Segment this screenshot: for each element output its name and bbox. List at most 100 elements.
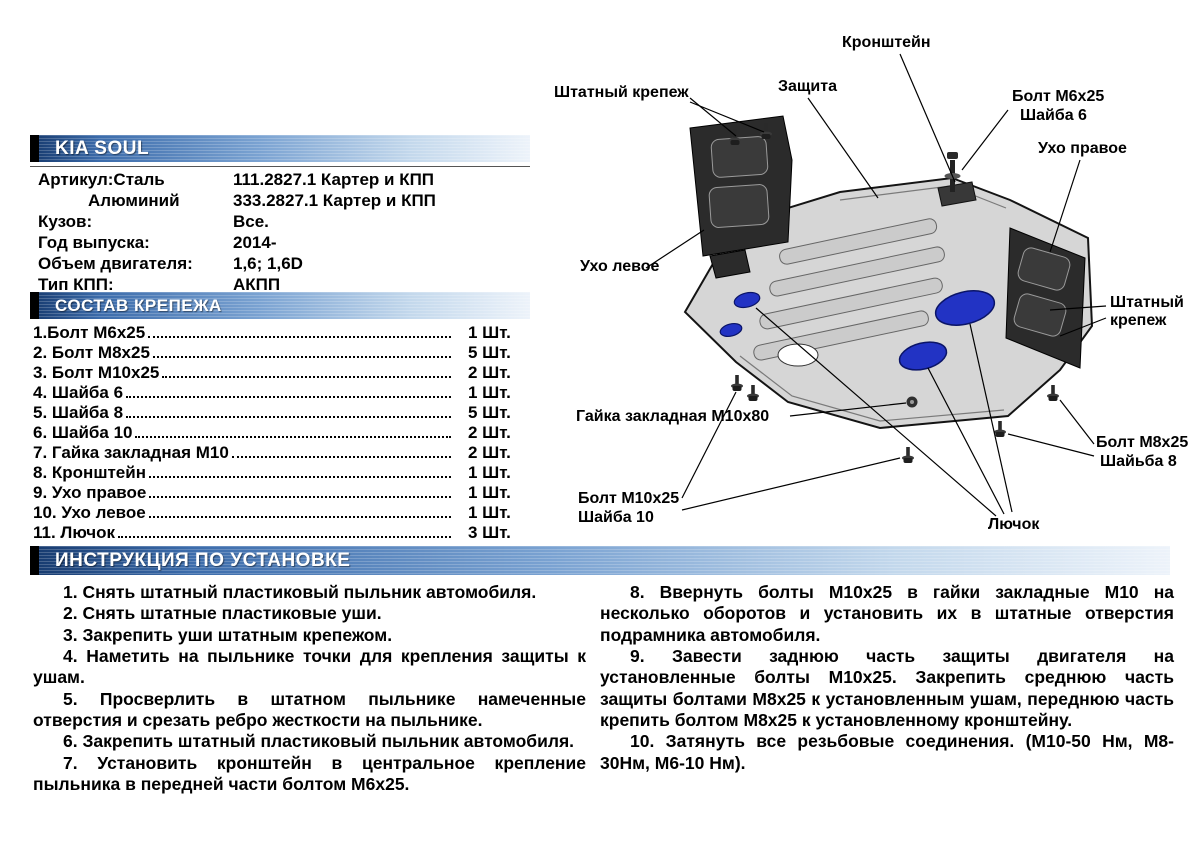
instructions-header-bar: ИНСТРУКЦИЯ ПО УСТАНОВКЕ bbox=[30, 546, 1170, 575]
label-bracket: Кронштейн bbox=[842, 34, 931, 51]
spec-label: Кузов: bbox=[38, 211, 93, 231]
spec-row: Год выпуска: 2014- bbox=[30, 232, 530, 253]
part-name: 9. Ухо правое bbox=[33, 483, 147, 502]
spec-value: 2014- bbox=[233, 232, 277, 252]
part-qty: 1 Шт. bbox=[468, 463, 511, 482]
spec-label: Тип КПП: bbox=[38, 274, 114, 294]
part-name: 6. Шайба 10 bbox=[33, 423, 133, 442]
spec-value: 333.2827.1 Картер и КПП bbox=[233, 190, 436, 210]
hardware-row: 1.Болт М6х25 1 Шт. bbox=[30, 322, 530, 342]
dot-leader bbox=[148, 336, 451, 338]
part-qty: 3 Шт. bbox=[468, 523, 511, 542]
dot-leader bbox=[162, 376, 451, 378]
instruction-step: 3. Закрепить уши штатным крепежом. bbox=[63, 624, 393, 645]
part-name: 1.Болт М6х25 bbox=[33, 323, 146, 342]
label-factory-mount-left: Штатный крепеж bbox=[554, 84, 689, 101]
plate-opening bbox=[777, 343, 819, 367]
hatch-covers bbox=[719, 290, 996, 371]
ear-right-shape bbox=[1005, 227, 1086, 369]
dot-leader bbox=[152, 356, 451, 358]
label-bolt-m8: Болт М8х25 bbox=[1096, 434, 1189, 451]
part-qty: 5 Шт. bbox=[468, 403, 511, 422]
spec-value: Все. bbox=[233, 211, 269, 231]
hardware-row: 3. Болт М10х25 2 Шт. bbox=[30, 362, 530, 382]
dot-leader bbox=[135, 436, 451, 438]
part-name: 11. Лючок bbox=[33, 523, 115, 542]
label-ear-right: Ухо правое bbox=[1038, 140, 1127, 157]
hardware-row: 8. Кронштейн 1 Шт. bbox=[30, 462, 530, 482]
spec-row: Кузов: Все. bbox=[30, 211, 530, 232]
instructions-right-column: 8. Ввернуть болты М10х25 в гайки закладн… bbox=[600, 582, 1174, 774]
part-qty: 1 Шт. bbox=[468, 383, 511, 402]
hardware-list: 1.Болт М6х25 1 Шт. 2. Болт М8х25 5 Шт. 3… bbox=[30, 322, 530, 542]
part-qty: 1 Шт. bbox=[468, 323, 511, 342]
spec-label: Алюминий bbox=[88, 190, 180, 210]
part-name: 7. Гайка закладная М10 bbox=[33, 443, 229, 462]
spec-row: Тип КПП: АКПП bbox=[30, 274, 530, 295]
dot-leader bbox=[148, 476, 451, 478]
instruction-step: 1. Снять штатный пластиковый пыльник авт… bbox=[63, 582, 537, 602]
label-bolt-m6: Болт М6х25 bbox=[1012, 88, 1105, 105]
spec-row: Алюминий 333.2827.1 Картер и КПП bbox=[30, 190, 530, 211]
assembly-diagram-drawing bbox=[645, 53, 1107, 517]
hardware-row: 4. Шайба 6 1 Шт. bbox=[30, 382, 530, 402]
label-rivet-nut: Гайка закладная М10х80 bbox=[576, 408, 770, 425]
hardware-row: 10. Ухо левое 1 Шт. bbox=[30, 502, 530, 522]
spec-table: Артикул:Сталь 111.2827.1 Картер и КПП Ал… bbox=[30, 166, 530, 295]
spec-row: Артикул:Сталь 111.2827.1 Картер и КПП bbox=[30, 169, 530, 190]
instruction-step: 7. Установить кронштейн в центральное кр… bbox=[33, 752, 586, 795]
instruction-step: 9. Завести заднюю часть защиты двигателя… bbox=[600, 646, 1174, 731]
part-qty: 1 Шт. bbox=[468, 483, 511, 502]
part-qty: 2 Шт. bbox=[468, 423, 511, 442]
hardware-row: 9. Ухо правое 1 Шт. bbox=[30, 482, 530, 502]
ear-left-shape bbox=[689, 115, 793, 279]
part-qty: 2 Шт. bbox=[468, 363, 511, 382]
label-washer-8: Шайьба 8 bbox=[1100, 453, 1177, 470]
hardware-row: 2. Болт М8х25 5 Шт. bbox=[30, 342, 530, 362]
label-factory-mount-right: крепеж bbox=[1110, 312, 1167, 329]
spec-value: АКПП bbox=[233, 274, 281, 294]
instruction-step: 10. Затянуть все резьбовые соединения. (… bbox=[600, 731, 1174, 773]
part-qty: 5 Шт. bbox=[468, 343, 511, 362]
instruction-step: 2. Снять штатные пластиковые уши. bbox=[63, 603, 382, 624]
label-washer-10: Шайба 10 bbox=[578, 509, 654, 526]
part-qty: 1 Шт. bbox=[468, 503, 511, 522]
instructions-left-column: 1. Снять штатный пластиковый пыльник авт… bbox=[33, 582, 586, 795]
part-name: 5. Шайба 8 bbox=[33, 403, 124, 422]
instruction-step: 4. Наметить на пыльнике точки для крепле… bbox=[33, 646, 586, 688]
dot-leader bbox=[117, 536, 451, 538]
hardware-row: 6. Шайба 10 2 Шт. bbox=[30, 422, 530, 442]
instruction-step: 6. Закрепить штатный пластиковый пыльник… bbox=[63, 731, 575, 752]
part-name: 4. Шайба 6 bbox=[33, 383, 124, 402]
spec-value: 111.2827.1 Картер и КПП bbox=[233, 169, 435, 189]
instruction-step: 5. Просверлить в штатном пыльнике намече… bbox=[33, 688, 586, 731]
dot-leader bbox=[231, 456, 451, 458]
dot-leader bbox=[126, 396, 451, 398]
label-plate: Защита bbox=[778, 78, 837, 95]
dot-leader bbox=[148, 516, 451, 518]
label-factory-mount-right: Штатный bbox=[1110, 294, 1184, 311]
part-name: 2. Болт М8х25 bbox=[33, 343, 150, 362]
part-qty: 2 Шт. bbox=[468, 443, 511, 462]
spec-label: Объем двигателя: bbox=[38, 253, 193, 273]
part-name: 8. Кронштейн bbox=[33, 463, 146, 482]
instructions-header-title: ИНСТРУКЦИЯ ПО УСТАНОВКЕ bbox=[55, 549, 351, 571]
hardware-row: 5. Шайба 8 5 Шт. bbox=[30, 402, 530, 422]
leader-lines bbox=[645, 53, 1107, 517]
hardware-header-title: СОСТАВ КРЕПЕЖА bbox=[55, 295, 222, 315]
dot-leader bbox=[126, 416, 451, 418]
hardware-header-bar: СОСТАВ КРЕПЕЖА bbox=[30, 292, 530, 319]
spec-label: Артикул:Сталь bbox=[38, 169, 165, 189]
label-ear-left: Ухо левое bbox=[580, 258, 660, 275]
spec-row: Объем двигателя: 1,6; 1,6D bbox=[30, 253, 530, 274]
label-bolt-m10: Болт М10х25 bbox=[578, 490, 680, 507]
spec-value: 1,6; 1,6D bbox=[233, 253, 303, 273]
part-name: 10. Ухо левое bbox=[33, 503, 146, 522]
product-title: KIA SOUL bbox=[55, 137, 150, 159]
instruction-step: 8. Ввернуть болты М10х25 в гайки закладн… bbox=[600, 582, 1174, 645]
label-washer-6: Шайба 6 bbox=[1020, 107, 1087, 124]
product-header-bar: KIA SOUL bbox=[30, 135, 530, 162]
dot-leader bbox=[149, 496, 451, 498]
spec-label: Год выпуска: bbox=[38, 232, 150, 252]
